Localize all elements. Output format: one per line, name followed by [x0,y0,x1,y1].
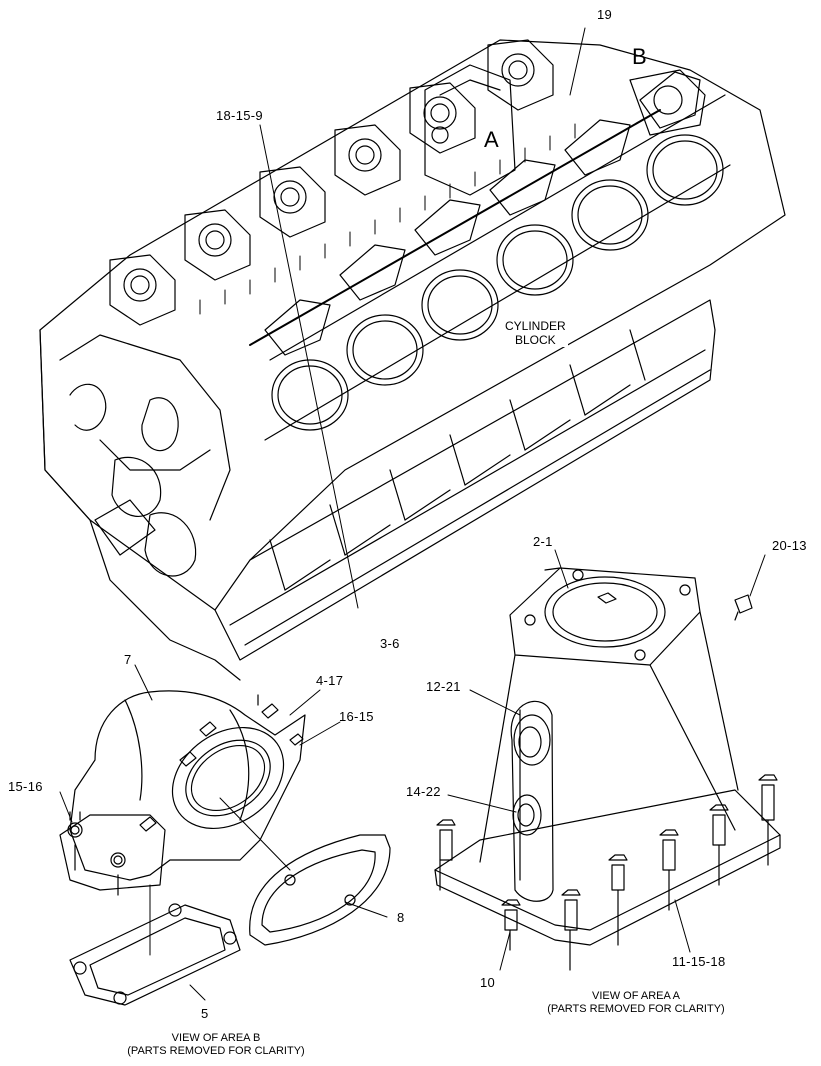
callout-12-21: 12-21 [426,679,461,694]
callout-20-13: 20-13 [772,538,807,553]
manifold-flanges [249,71,701,356]
cylinder-block-label: CYLINDER BLOCK [503,319,568,347]
cylinder-block-drawing [39,39,786,681]
caption-view-area-b-line2: (PARTS REMOVED FOR CLARITY) [127,1045,305,1057]
block-leaders [259,27,586,609]
callout-2-1: 2-1 [533,534,553,549]
area-b-elbow-drawing [59,690,306,896]
base-studs [436,774,778,971]
cylinder-block-label-line2: BLOCK [515,333,556,347]
cylinder-block-label-line1: CYLINDER [505,319,566,333]
callout-15-16: 15-16 [8,779,43,794]
callout-4-17: 4-17 [316,673,344,688]
round-gasket-drawing [249,834,391,946]
callout-8: 8 [397,910,405,925]
callout-7: 7 [124,652,132,667]
area-a-leaders [447,549,766,971]
caption-view-area-a: VIEW OF AREA A (PARTS REMOVED FOR CLARIT… [524,990,748,1016]
callout-14-22: 14-22 [406,784,441,799]
area-label-b: B [632,44,647,69]
stud-row [199,123,576,315]
area-b-housing-on-block [629,69,706,136]
area-label-a: A [484,127,499,152]
callout-16-15: 16-15 [339,709,374,724]
cylinder-bores [264,94,731,441]
area-a-housing-drawing [434,567,781,971]
callout-19: 19 [597,7,613,22]
rectangular-gasket-drawing [69,903,241,1006]
callout-3-6: 3-6 [380,636,400,651]
left-bank-bosses [109,39,554,326]
callout-5: 5 [201,1006,209,1021]
caption-view-area-b: VIEW OF AREA B (PARTS REMOVED FOR CLARIT… [104,1032,328,1058]
caption-view-area-a-line1: VIEW OF AREA A [591,990,681,1002]
caption-view-area-a-line2: (PARTS REMOVED FOR CLARITY) [547,1003,725,1015]
callout-10: 10 [480,975,496,990]
callout-11-15-18: 11-15-18 [672,954,726,969]
area-a-housing-on-block [424,64,516,196]
callout-18-15-9: 18-15-9 [216,108,263,123]
area-b-leaders [59,664,388,1001]
caption-view-area-b-line1: VIEW OF AREA B [171,1032,261,1044]
